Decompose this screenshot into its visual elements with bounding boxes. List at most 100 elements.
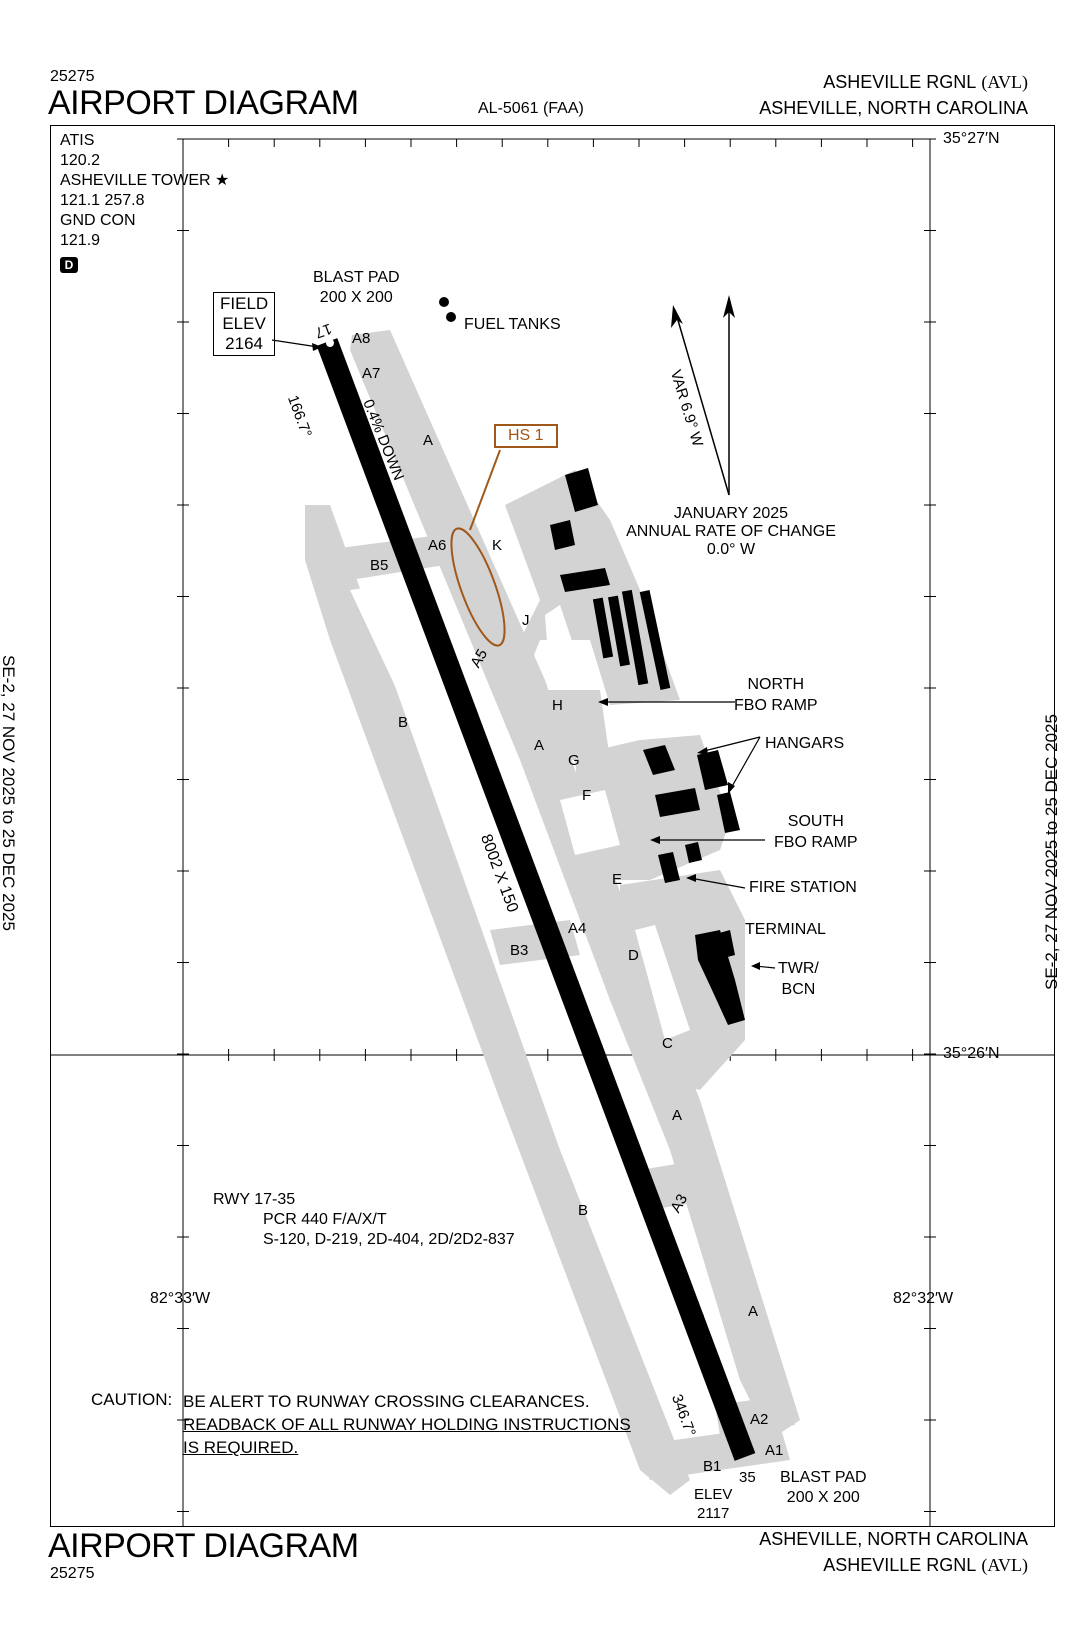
elev-south-value: 2117 <box>697 1505 730 1522</box>
caution-label: CAUTION: <box>91 1390 173 1409</box>
airport-id-text: (AVL) <box>981 72 1028 92</box>
hangar-row-1 <box>592 597 614 659</box>
magnetic-north-line <box>674 309 730 496</box>
field-elev-line1: FIELD <box>220 294 269 313</box>
leader-arrowheads <box>312 343 760 970</box>
taxiway-label-b3: B3 <box>510 942 529 959</box>
airport-name-bottom: ASHEVILLE RGNL (AVL) <box>823 1555 1028 1576</box>
lon-left-label: 82°33′W <box>150 1290 211 1307</box>
taxiway-label-b5: B5 <box>370 557 389 574</box>
taxiway-label-a-2: A <box>534 737 545 754</box>
hangar-row-3 <box>621 589 649 686</box>
frequency-block: ATIS 120.2 ASHEVILLE TOWER ★ 121.1 257.8… <box>60 131 229 275</box>
gnd-label: GND CON <box>60 212 136 229</box>
taxiway-label-f: F <box>582 787 592 804</box>
south-fbo-line2: FBO RAMP <box>774 834 858 851</box>
fire-station-label: FIRE STATION <box>749 879 857 896</box>
blast-pad-north-1: BLAST PAD <box>313 269 400 286</box>
pavement <box>305 330 800 1495</box>
field-elev-box: FIELD ELEV 2164 <box>213 292 276 356</box>
airport-name-bottom-text: ASHEVILLE RGNL <box>823 1555 977 1575</box>
south-fbo-line1: SOUTH <box>787 813 844 830</box>
taxiway-label-c: C <box>662 1035 673 1052</box>
terminal-building <box>695 930 745 1025</box>
runway-17-threshold-dot <box>326 339 334 347</box>
caution-line1: BE ALERT TO RUNWAY CROSSING CLEARANCES. <box>183 1392 590 1411</box>
airport-name-top: ASHEVILLE RGNL (AVL) <box>823 72 1028 93</box>
runway-info-line3: S-120, D-219, 2D-404, 2D/2D2-837 <box>263 1231 515 1248</box>
taxiway-label-g: G <box>568 752 580 769</box>
terminal-label: TERMINAL <box>745 921 826 938</box>
taxiway-b <box>305 505 690 1495</box>
blast-pad-south: BLAST PAD 200 X 200 <box>780 1468 867 1508</box>
hangar-c <box>655 788 700 817</box>
ramp-h <box>520 690 610 760</box>
center-code: AL-5061 (FAA) <box>478 100 584 117</box>
taxiway-label-a2: A2 <box>750 1411 769 1428</box>
twr-line2: BCN <box>781 981 816 998</box>
taxiway-label-j: J <box>522 612 530 629</box>
caution-line3: IS REQUIRED. <box>183 1438 299 1457</box>
fire-station-2 <box>685 842 702 863</box>
hotspot-leader <box>469 449 501 531</box>
blast-pad-south-2: 200 X 200 <box>786 1489 860 1506</box>
atis-freq: 120.2 <box>60 152 101 169</box>
taxiway-label-b-1: B <box>398 714 409 731</box>
doc-number-top: 25275 <box>50 68 95 85</box>
hangar-a <box>643 745 675 775</box>
blast-pad-north: BLAST PAD 200 X 200 <box>313 268 400 308</box>
elev-south-label: ELEV <box>694 1486 733 1503</box>
hotspot-ellipse <box>450 527 506 647</box>
hangar-row-2 <box>607 595 631 667</box>
taxiway-label-e: E <box>612 871 623 888</box>
taxiway-label-a-1: A <box>423 432 434 449</box>
map-frame <box>50 125 1055 1527</box>
tower-beacon-label: TWR/ BCN <box>778 958 819 1000</box>
cycle-right: SE-2, 27 NOV 2025 to 25 DEC 2025 <box>1042 714 1061 990</box>
hangar-d <box>717 792 740 833</box>
runway-info-block: RWY 17-35 PCR 440 F/A/X/T S-120, D-219, … <box>213 1190 515 1250</box>
atis-label: ATIS <box>60 132 95 149</box>
taxiway-label-d: D <box>628 947 639 964</box>
taxiway-label-a4: A4 <box>568 920 587 937</box>
field-elev-line2: ELEV <box>222 314 266 333</box>
elev-south: ELEV 2117 <box>694 1485 732 1523</box>
fuel-tanks-label: FUEL TANKS <box>464 316 561 333</box>
airport-name-text: ASHEVILLE RGNL <box>823 72 977 92</box>
true-north-arrow-icon <box>723 295 735 318</box>
city-state-top: ASHEVILLE, NORTH CAROLINA <box>759 98 1028 118</box>
runway-35-label: 35 <box>739 1469 756 1486</box>
mag-rate-line: ANNUAL RATE OF CHANGE <box>626 523 836 540</box>
runway-17-35 <box>316 338 756 1461</box>
lat-mid-label: 35°26′N <box>943 1045 1000 1062</box>
airspace-class-badge: D <box>60 257 78 273</box>
hotspot-label[interactable]: HS 1 <box>494 424 558 448</box>
terminal-wing <box>712 930 735 960</box>
airport-id-bottom-text: (AVL) <box>981 1555 1028 1575</box>
runway-info-line2: PCR 440 F/A/X/T <box>263 1211 387 1228</box>
hangar-row-4 <box>639 590 671 690</box>
lat-top-label: 35°27′N <box>943 130 1000 147</box>
taxiway-label-b-2: B <box>578 1202 589 1219</box>
fire-station-1 <box>658 852 680 883</box>
south-fbo-label: SOUTH FBO RAMP <box>774 811 858 853</box>
hangar-b <box>697 750 728 790</box>
lon-right-label: 82°32′W <box>893 1290 954 1307</box>
building-1 <box>565 468 598 512</box>
cycle-left: SE-2, 27 NOV 2025 to 25 DEC 2025 <box>0 655 18 931</box>
page-title-top: AIRPORT DIAGRAM <box>48 84 359 122</box>
twr-line1: TWR/ <box>778 960 819 977</box>
city-state-bottom: ASHEVILLE, NORTH CAROLINA <box>759 1529 1028 1549</box>
taxiway-label-a6: A6 <box>428 537 447 554</box>
hangars-label: HANGARS <box>765 735 845 752</box>
caution-text: BE ALERT TO RUNWAY CROSSING CLEARANCES. … <box>183 1390 631 1459</box>
mag-rate-value: 0.0° W <box>706 541 756 558</box>
magnetic-north-arrow-icon <box>671 305 683 328</box>
building-2 <box>550 520 575 550</box>
taxiway-label-h: H <box>552 697 563 714</box>
taxiway-label-a-3: A <box>672 1107 683 1124</box>
taxiway-label-a-4: A <box>748 1303 759 1320</box>
page-title-bottom: AIRPORT DIAGRAM <box>48 1527 359 1565</box>
mag-change-block: JANUARY 2025 ANNUAL RATE OF CHANGE 0.0° … <box>623 505 839 559</box>
